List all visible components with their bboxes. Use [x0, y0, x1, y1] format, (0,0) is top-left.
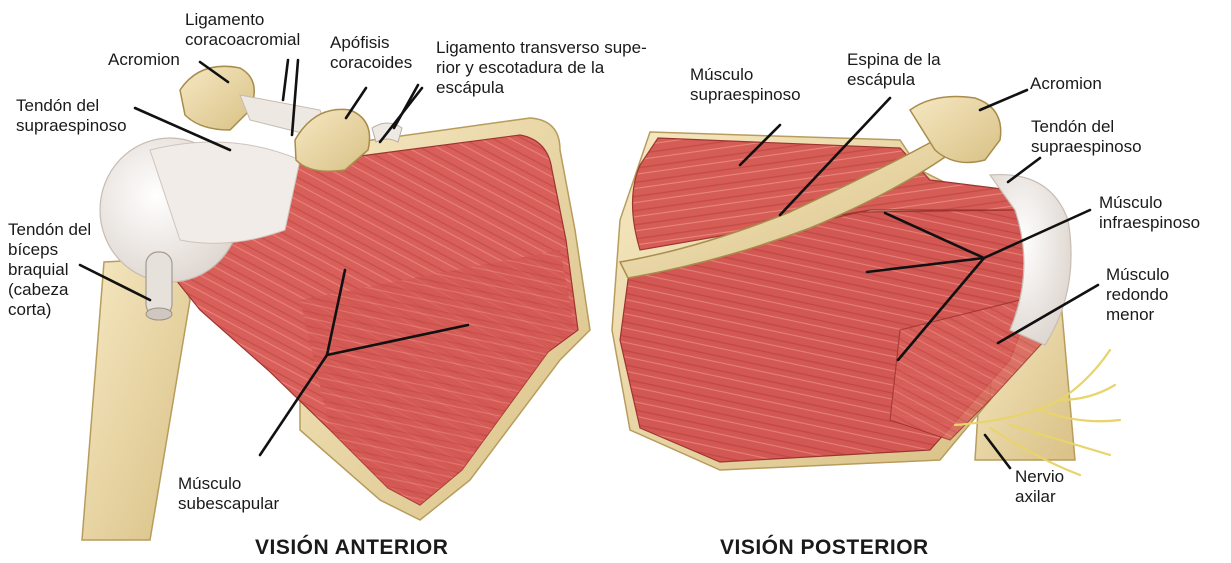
title-vision-posterior: VISIÓN POSTERIOR: [720, 536, 929, 560]
humerus-bone-anterior: [82, 258, 190, 540]
anterior-view-drawing: [82, 66, 590, 540]
label-acromion-anterior: Acromion: [108, 50, 180, 70]
label-acromion-posterior: Acromion: [1030, 74, 1102, 94]
label-tendon-supraespinoso-anterior: Tendón del supraespinoso: [16, 96, 127, 136]
label-nervio-axilar: Nervio axilar: [1015, 467, 1064, 507]
label-musculo-redondo-menor: Músculo redondo menor: [1106, 265, 1169, 325]
label-tendon-supraespinoso-posterior: Tendón del supraespinoso: [1031, 117, 1142, 157]
biceps-tendon-stump: [146, 252, 172, 316]
label-musculo-subescapular: Músculo subescapular: [178, 474, 279, 514]
label-musculo-infraespinoso: Músculo infraespinoso: [1099, 193, 1200, 233]
label-ligamento-transverso: Ligamento transverso supe- rior y escota…: [436, 38, 647, 98]
title-vision-anterior: VISIÓN ANTERIOR: [255, 536, 448, 560]
leader-acromion-posterior: [980, 90, 1027, 110]
label-musculo-supraespinoso: Músculo supraespinoso: [690, 65, 801, 105]
label-apofisis-coracoides: Apófisis coracoides: [330, 33, 412, 73]
label-espina-escapula: Espina de la escápula: [847, 50, 941, 90]
label-tendon-biceps: Tendón del bíceps braquial (cabeza corta…: [8, 220, 91, 320]
label-ligamento-coracoacromial: Ligamento coracoacromial: [185, 10, 300, 50]
leader-ligamento-coracoacromial-1: [283, 60, 288, 100]
